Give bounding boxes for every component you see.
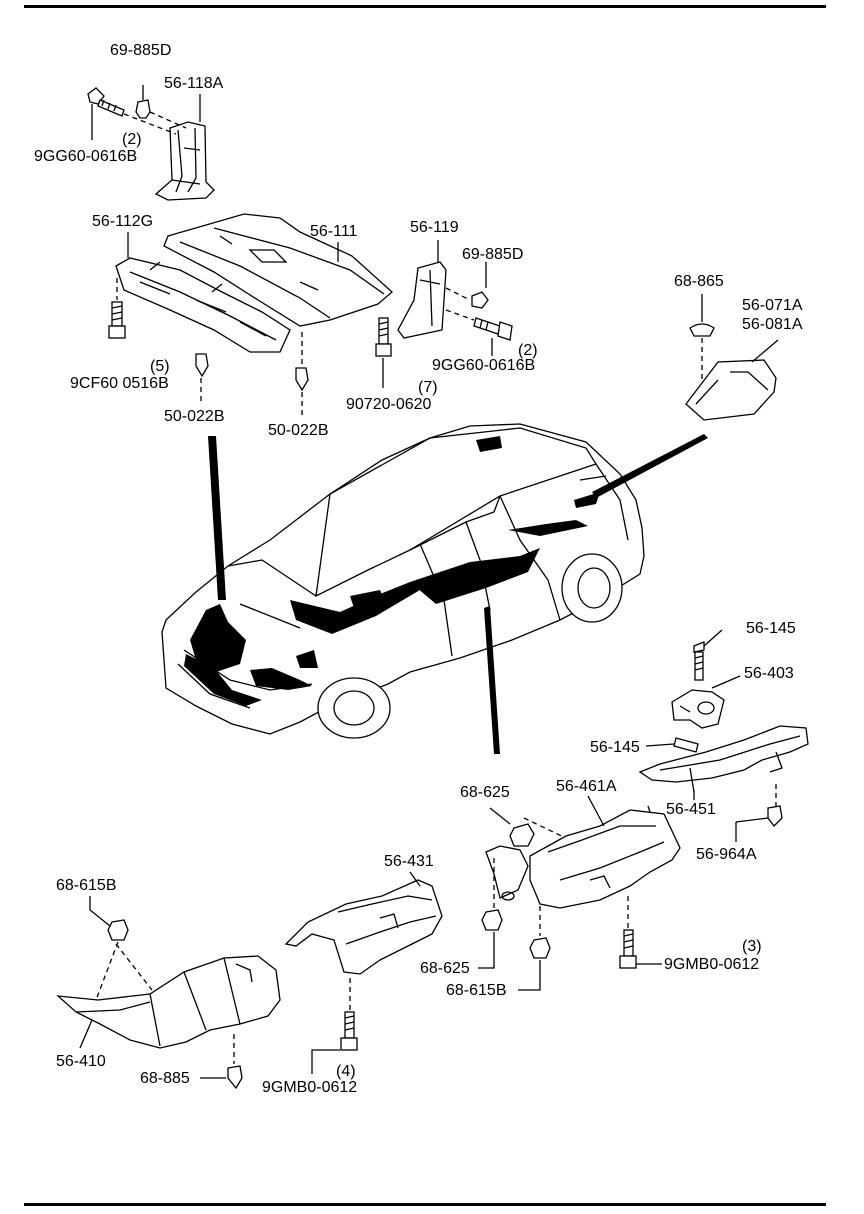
part-label-9gg60-0616b-mid: 9GG60-0616B [432, 357, 536, 374]
clip-icon [227, 1034, 243, 1090]
heat-insulator-icon [485, 805, 681, 909]
nut-icon [529, 937, 551, 959]
bolt-icon [673, 737, 699, 753]
part-label-68-615b-bottom: 68-615B [446, 982, 507, 999]
bolt-icon [87, 87, 125, 117]
part-qty-label: (4) [336, 1063, 356, 1080]
clip-icon [295, 332, 309, 418]
bolt-icon [693, 641, 705, 681]
under-body-shading [184, 434, 708, 754]
part-label-56-403: 56-403 [744, 665, 794, 682]
heat-insulator-icon [638, 725, 809, 793]
heat-insulator-icon [685, 359, 777, 421]
bracket-icon [154, 121, 215, 201]
part-label-68-615b-left: 68-615B [56, 877, 117, 894]
part-label-68-865: 68-865 [674, 273, 724, 290]
part-label-56-111: 56-111 [310, 223, 358, 240]
part-label-56-081a: 56-081A [742, 316, 803, 333]
bolt-icon [473, 317, 513, 341]
part-label-56-964a: 56-964A [696, 846, 757, 863]
part-label-50-022b-left: 50-022B [164, 408, 225, 425]
splash-shield-icon [397, 261, 447, 339]
part-label-56-112g: 56-112G [92, 213, 154, 230]
part-label-9cf60-0516b: 9CF60 0516B [70, 375, 169, 392]
nut-icon [481, 909, 503, 931]
part-qty-label: (2) [518, 342, 538, 359]
part-label-68-625-bottom: 68-625 [420, 960, 470, 977]
part-label-56-145-mid: 56-145 [590, 739, 640, 756]
part-label-68-885: 68-885 [140, 1070, 190, 1087]
bolt-icon [375, 317, 392, 388]
car-body-icon [161, 423, 645, 739]
bracket-icon [671, 689, 725, 729]
clip-icon [135, 85, 151, 119]
part-label-50-022b-right: 50-022B [268, 422, 329, 439]
part-label-69-885d-mid: 69-885D [462, 246, 524, 263]
heat-insulator-icon [284, 879, 443, 975]
part-label-56-071a: 56-071A [742, 297, 803, 314]
nut-icon [107, 919, 129, 941]
heat-insulator-icon [56, 955, 281, 1049]
part-label-56-410: 56-410 [56, 1053, 106, 1070]
part-qty-label: (2) [122, 131, 142, 148]
part-label-56-119: 56-119 [410, 219, 459, 236]
bottom-border-rule [24, 1203, 826, 1206]
clip-icon [689, 323, 715, 390]
bolt-icon [340, 1011, 358, 1051]
part-label-68-625-top: 68-625 [460, 784, 510, 801]
part-qty-label: (7) [418, 379, 438, 396]
bolt-icon [619, 929, 637, 969]
part-label-9gmb0-0612-left: 9GMB0-0612 [262, 1079, 358, 1096]
part-label-69-885d-top: 69-885D [110, 42, 172, 59]
clip-icon [195, 353, 209, 405]
top-border-rule [24, 5, 826, 8]
part-qty-label: (3) [742, 938, 762, 955]
part-label-56-145-top: 56-145 [746, 620, 796, 637]
bolt-icon [108, 301, 126, 339]
engine-under-cover-icon [115, 213, 393, 353]
clip-icon [767, 784, 783, 827]
part-label-56-118a: 56-118A [164, 75, 224, 92]
part-label-56-431: 56-431 [384, 853, 434, 870]
part-label-9gmb0-0612-right: 9GMB0-0612 [664, 956, 760, 973]
part-label-9gg60-0616b-top: 9GG60-0616B [34, 148, 138, 165]
nut-icon [509, 823, 535, 847]
nut-icon [471, 291, 489, 309]
part-label-56-451: 56-451 [666, 801, 716, 818]
part-qty-label: (5) [150, 358, 170, 375]
part-label-56-461a: 56-461A [556, 778, 617, 795]
part-label-90720-0620: 90720-0620 [346, 396, 432, 413]
